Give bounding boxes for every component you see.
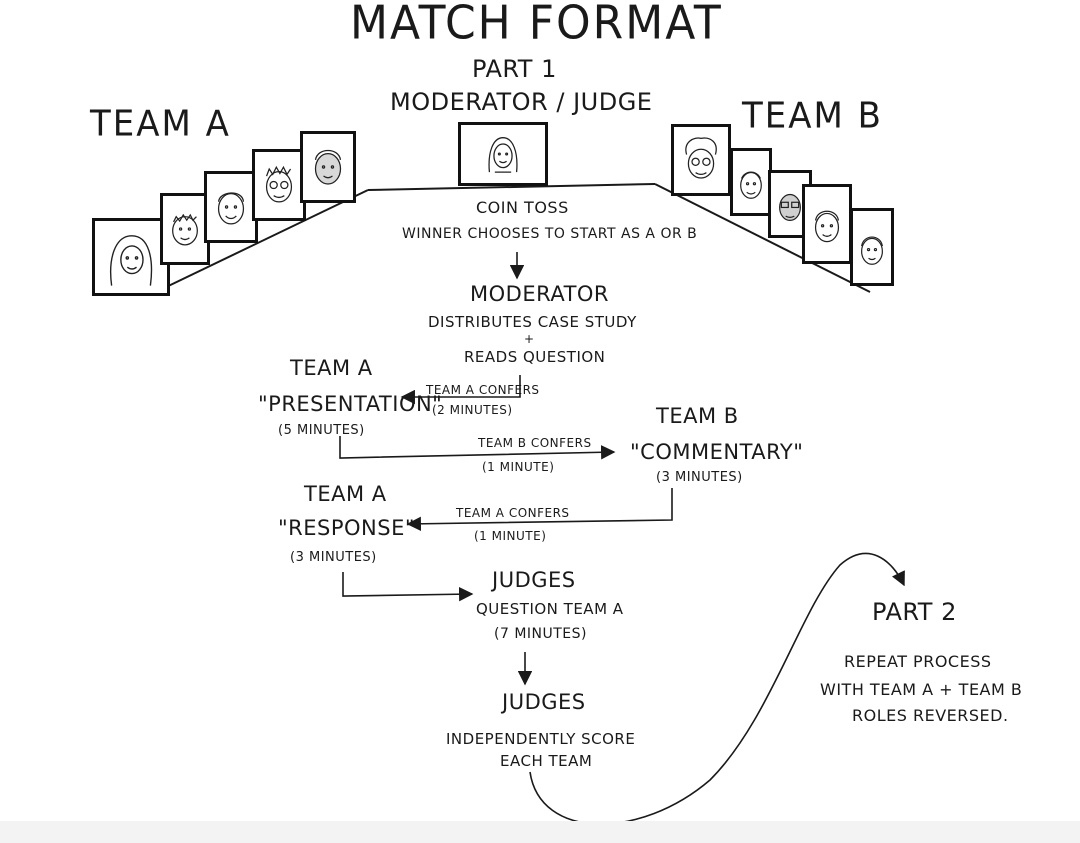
moderator-plus: + <box>524 332 535 346</box>
team-a-bench-line <box>159 189 369 291</box>
judges-question-detail: QUESTION TEAM A <box>476 600 624 618</box>
team-b-label: TEAM B <box>742 95 883 137</box>
moderator-detail-2: READS QUESTION <box>464 348 606 366</box>
part2-label: PART 2 <box>872 598 957 626</box>
presentation-label: "PRESENTATION" <box>258 392 443 416</box>
commentary-team-label: TEAM B <box>656 404 739 428</box>
part2-line-2: WITH TEAM A + TEAM B <box>820 680 1023 699</box>
team-b-portrait-4 <box>802 184 852 264</box>
judges-question-time: (7 MINUTES) <box>494 626 587 642</box>
confer-2-label: TEAM B CONFERS <box>478 436 592 450</box>
confer-2-time: (1 MINUTE) <box>482 460 555 474</box>
arrow-to-commentary <box>339 436 616 460</box>
moderator-detail-1: DISTRIBUTES CASE STUDY <box>428 313 637 331</box>
commentary-label: "COMMENTARY" <box>630 440 804 464</box>
part2-line-1: REPEAT PROCESS <box>844 652 992 671</box>
arrow-to-presentation <box>400 375 521 405</box>
team-a-portrait-5 <box>300 131 356 203</box>
judges-score-label: JUDGES <box>502 690 586 714</box>
team-b-portrait-5 <box>850 208 894 286</box>
response-time: (3 MINUTES) <box>290 550 377 565</box>
team-a-portrait-3 <box>204 171 258 243</box>
team-b-portrait-1 <box>671 124 731 196</box>
presentation-team-label: TEAM A <box>290 356 373 380</box>
judges-score-detail-2: EACH TEAM <box>500 752 593 770</box>
coin-toss-detail: WINNER CHOOSES TO START AS A OR B <box>402 226 698 242</box>
diagram-title: MATCH FORMAT <box>350 0 723 51</box>
team-a-portrait-2 <box>160 193 210 265</box>
team-b-bench-line <box>654 183 871 293</box>
table-top-line <box>367 183 656 191</box>
judges-question-label: JUDGES <box>492 568 576 592</box>
judges-score-detail-1: INDEPENDENTLY SCORE <box>446 730 636 748</box>
arrow-to-judges-question <box>342 572 474 602</box>
part1-label: PART 1 <box>472 55 557 83</box>
moderator-step-label: MODERATOR <box>470 282 610 306</box>
presentation-time: (5 MINUTES) <box>278 423 365 438</box>
team-a-label: TEAM A <box>90 103 231 145</box>
coin-toss-label: COIN TOSS <box>476 198 569 217</box>
confer-3-time: (1 MINUTE) <box>474 529 547 543</box>
response-team-label: TEAM A <box>304 482 387 506</box>
bottom-band <box>0 821 1080 843</box>
confer-3-label: TEAM A CONFERS <box>456 506 570 520</box>
part2-line-3: ROLES REVERSED. <box>852 706 1009 725</box>
team-a-portrait-1 <box>92 218 170 296</box>
team-a-portrait-4 <box>252 149 306 221</box>
team-b-portrait-2 <box>730 148 772 216</box>
moderator-portrait <box>458 122 548 186</box>
confer-1-label: TEAM A CONFERS <box>426 383 540 397</box>
moderator-judge-label: MODERATOR / JUDGE <box>390 88 653 116</box>
arrow-to-response <box>406 488 673 532</box>
confer-1-time: (2 MINUTES) <box>432 403 513 417</box>
response-label: "RESPONSE" <box>278 516 416 540</box>
commentary-time: (3 MINUTES) <box>656 470 743 485</box>
